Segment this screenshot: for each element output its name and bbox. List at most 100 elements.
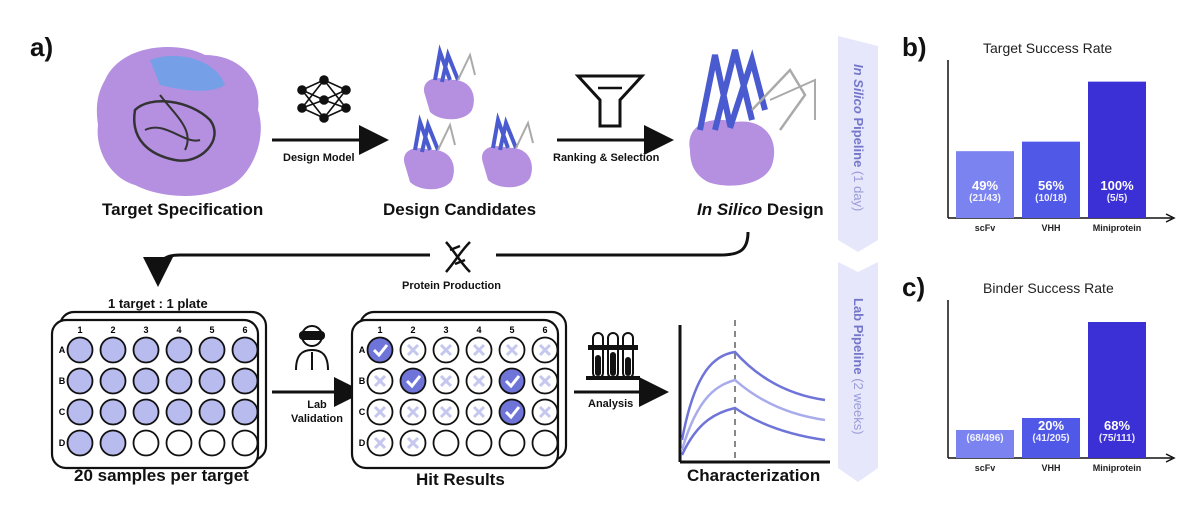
plate-well bbox=[399, 367, 427, 395]
bar-miniprotein bbox=[1088, 322, 1146, 458]
test-tubes-icon bbox=[586, 332, 640, 380]
plate-well bbox=[99, 398, 127, 426]
ranking-label: Ranking & Selection bbox=[553, 152, 660, 164]
plate-well bbox=[465, 429, 493, 457]
design-candidates-label: Design Candidates bbox=[383, 200, 537, 219]
target-protein-icon bbox=[96, 47, 261, 196]
check-icon bbox=[372, 344, 389, 358]
cross-icon bbox=[406, 343, 420, 357]
bar-value-label: 49%(21/43) bbox=[956, 178, 1014, 204]
plate-row-label: C bbox=[359, 407, 366, 417]
plate-row-label: D bbox=[59, 438, 66, 448]
protein-production-label: Protein Production bbox=[402, 280, 501, 292]
bar-percent: 100% bbox=[1100, 178, 1134, 193]
plate-well bbox=[99, 367, 127, 395]
cross-icon bbox=[538, 374, 552, 388]
check-icon bbox=[504, 375, 521, 389]
category-label: VHH bbox=[1041, 463, 1060, 473]
chart-c-title: Binder Success Rate bbox=[983, 280, 1114, 296]
plate-row-label: C bbox=[59, 407, 66, 417]
bar-value-label: 14%(68/496) bbox=[956, 418, 1014, 444]
cross-icon bbox=[373, 374, 387, 388]
target-spec-label: Target Specification bbox=[102, 200, 264, 219]
bar-count: (75/111) bbox=[1098, 433, 1136, 444]
plate-well bbox=[165, 336, 193, 364]
bar-value-label: 56%(10/18) bbox=[1022, 178, 1080, 204]
in-silico-duration: (1 day) bbox=[851, 170, 866, 212]
bar-count: (41/205) bbox=[1032, 433, 1070, 444]
bar-percent: 20% bbox=[1037, 418, 1065, 433]
lab-validation-label: Lab Validation bbox=[290, 398, 344, 426]
in-silico-design-icon bbox=[689, 49, 816, 186]
plate-row-label: B bbox=[359, 376, 366, 386]
plate-well bbox=[231, 429, 259, 457]
plate-well bbox=[231, 367, 259, 395]
arrow-return-right bbox=[496, 231, 750, 257]
cross-icon bbox=[472, 405, 486, 419]
in-silico-design-rest: Design bbox=[762, 200, 824, 219]
plate-well bbox=[198, 429, 226, 457]
plate-well bbox=[66, 398, 94, 426]
plate-col-label: 5 bbox=[209, 325, 214, 335]
bar-percent: 68% bbox=[1103, 418, 1131, 433]
plate-col-label: 6 bbox=[542, 325, 547, 335]
x-axis-arrow bbox=[1165, 213, 1176, 223]
bar-value-label: 68%(75/111) bbox=[1088, 418, 1146, 444]
cross-icon bbox=[439, 405, 453, 419]
bar-count: (10/18) bbox=[1035, 193, 1067, 204]
funnel-icon bbox=[574, 74, 646, 128]
plate-col-label: 3 bbox=[143, 325, 148, 335]
cross-icon bbox=[538, 343, 552, 357]
dna-icon bbox=[445, 241, 471, 273]
plate-well bbox=[198, 367, 226, 395]
plate-col-label: 2 bbox=[410, 325, 415, 335]
scientist-icon bbox=[295, 325, 329, 371]
cross-icon bbox=[439, 374, 453, 388]
x-axis-arrow bbox=[1165, 453, 1176, 463]
design-model-label: Design Model bbox=[283, 152, 355, 164]
plate-well bbox=[498, 367, 526, 395]
plate-well bbox=[531, 429, 559, 457]
bar-count: (5/5) bbox=[1106, 193, 1128, 204]
plate-col-label: 1 bbox=[377, 325, 382, 335]
plate-row-label: B bbox=[59, 376, 66, 386]
bar-scfv bbox=[956, 430, 1014, 458]
plate-well bbox=[165, 367, 193, 395]
arrow-return-left bbox=[143, 253, 430, 287]
plate-col-label: 4 bbox=[176, 325, 181, 335]
lab-side-bold: Lab Pipeline bbox=[851, 298, 866, 379]
category-label: VHH bbox=[1041, 223, 1060, 233]
plate-well bbox=[366, 336, 394, 364]
neural-network-icon bbox=[297, 75, 351, 123]
in-silico-design-label: In Silico Design bbox=[697, 200, 824, 220]
bar-scfv bbox=[956, 151, 1014, 218]
bar-percent: 56% bbox=[1037, 178, 1065, 193]
lab-duration: (2 weeks) bbox=[851, 378, 866, 435]
plate-well bbox=[498, 398, 526, 426]
panel-label-a: a) bbox=[30, 32, 54, 62]
plate-well bbox=[432, 429, 460, 457]
characterization-label: Characterization bbox=[687, 466, 821, 485]
plate-well bbox=[99, 429, 127, 457]
design-candidates-icon bbox=[404, 44, 534, 190]
check-icon bbox=[405, 375, 422, 389]
chart-b-title: Target Success Rate bbox=[983, 40, 1113, 56]
plate-well bbox=[99, 336, 127, 364]
plate-row-label: A bbox=[359, 345, 366, 355]
plate-well bbox=[66, 367, 94, 395]
bar-percent: 49% bbox=[971, 178, 999, 193]
lab-pipeline-banner bbox=[838, 262, 878, 482]
bar-vhh bbox=[1022, 418, 1080, 458]
in-silico-italic: In Silico bbox=[697, 200, 763, 219]
plate-well bbox=[66, 429, 94, 457]
plate-col-label: 6 bbox=[242, 325, 247, 335]
panel-label-b: b) bbox=[902, 32, 927, 62]
check-icon bbox=[504, 406, 521, 420]
bar-value-label: 20%(41/205) bbox=[1022, 418, 1080, 444]
bar-vhh bbox=[1022, 141, 1080, 218]
cross-icon bbox=[472, 343, 486, 357]
plate-well bbox=[132, 429, 160, 457]
